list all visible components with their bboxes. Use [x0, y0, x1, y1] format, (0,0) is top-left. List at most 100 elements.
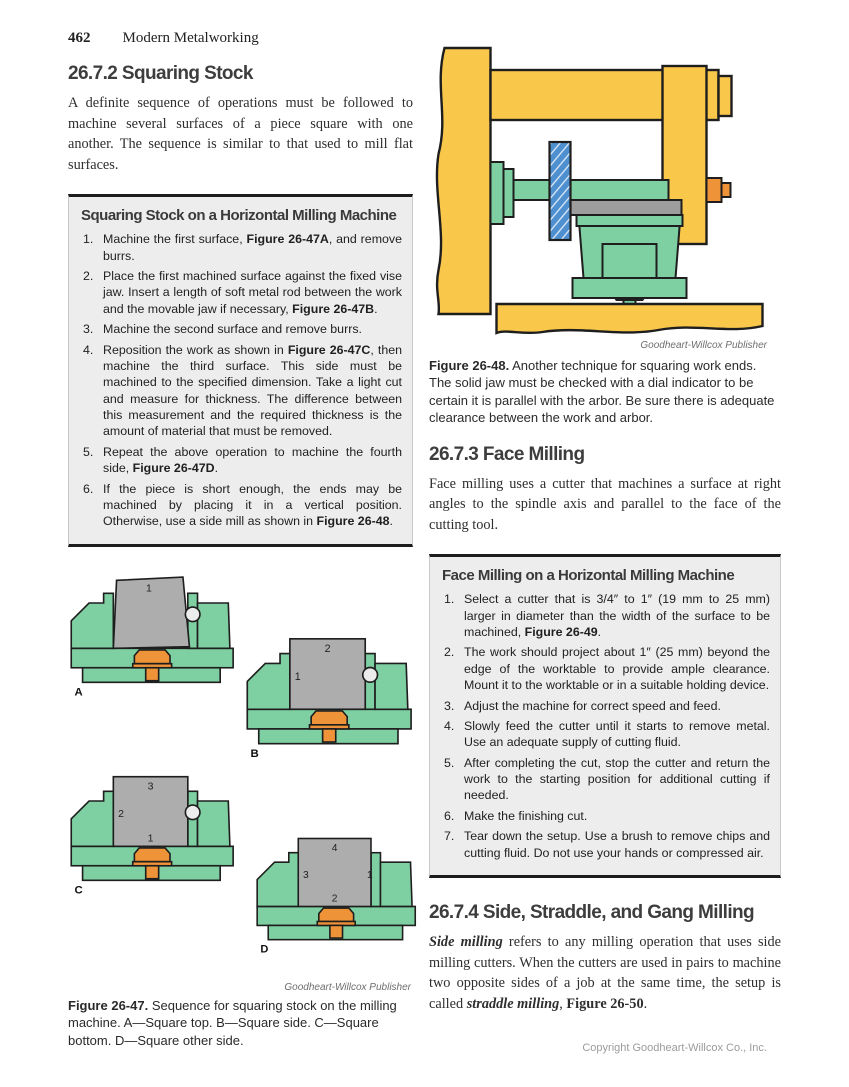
text-segment: Reposition the work as shown in	[103, 342, 288, 357]
step-number: 5.	[444, 755, 455, 770]
face-number-left: 2	[118, 808, 124, 820]
step-number: 1.	[83, 232, 94, 247]
text-segment: .	[643, 995, 648, 1012]
step-number: 3.	[444, 698, 455, 713]
text-segment: .	[214, 461, 219, 476]
vise-bolt	[321, 727, 337, 743]
text-segment: After completing the cut, stop the cutte…	[464, 755, 770, 803]
vise-diagram-c: 3 2 1 C	[70, 775, 234, 896]
face-number-top: 4	[332, 843, 338, 854]
procedure-box-title: Squaring Stock on a Horizontal Milling M…	[81, 207, 397, 225]
page-header: 462 Modern Metalworking	[68, 30, 413, 47]
text-segment: Figure 26-49	[524, 625, 598, 640]
text-segment: Machine the second surface and remove bu…	[103, 322, 362, 337]
step-text: Make the finishing cut.	[464, 809, 587, 823]
procedure-step-list: 1.Select a cutter that is 3/4″ to 1″ (19…	[440, 591, 770, 861]
procedure-step: 1. Machine the first surface, Figure 26-4…	[79, 231, 402, 264]
face-number-left: 3	[303, 870, 309, 881]
side-mill-cutter	[548, 140, 572, 242]
soft-rod	[184, 605, 201, 623]
text-segment: .	[374, 301, 378, 316]
spindle-nose	[489, 161, 505, 225]
text-segment: Tear down the setup. Use a brush to remo…	[464, 829, 770, 860]
text-segment: refers to any milling operation that use…	[429, 933, 782, 1012]
book-title: Modern Metalworking	[122, 30, 259, 46]
procedure-step: 5. After completing the cut, stop the cut…	[440, 755, 770, 804]
step-number: 3.	[83, 322, 94, 337]
text-segment: Another technique for squaring work ends…	[429, 358, 775, 426]
face-number-top: 1	[146, 582, 152, 594]
procedure-step: 2. The work should project about 1″ (25 m…	[440, 644, 770, 693]
procedure-step: 4.Slowly feed the cutter until it starts…	[440, 718, 770, 751]
face-number-left: 1	[295, 670, 301, 682]
diagram-letter: B	[251, 747, 259, 759]
procedure-step: 5.Repeat the above operation to machine …	[79, 444, 402, 477]
text-segment: Adjust the machine for correct speed and…	[464, 698, 721, 713]
step-text: Reposition the work as shown in Figure 2…	[103, 343, 402, 439]
text-segment: , then machine the third surface. This s…	[103, 342, 402, 439]
step-number: 2.	[83, 269, 94, 284]
soft-rod	[184, 803, 201, 821]
step-text: Slowly feed the cutter until it starts t…	[464, 719, 770, 749]
text-segment: straddle milling	[466, 995, 560, 1012]
text-segment: ,	[559, 995, 567, 1012]
text-segment: Figure 26-47.	[68, 997, 149, 1013]
text-segment: Figure 26-47D	[132, 461, 215, 476]
procedure-step: 3. Adjust the machine for correct speed a…	[440, 698, 770, 714]
figure-47-credit: Goodheart-Willcox Publisher	[284, 981, 411, 993]
procedure-step: 4. Reposition the work as shown in Figure…	[79, 342, 402, 440]
workpiece	[289, 637, 367, 710]
step-text: Repeat the above operation to machine th…	[103, 445, 402, 475]
vise-bolt	[144, 864, 160, 880]
workpiece	[112, 575, 191, 649]
text-segment: Figure 26-48.	[429, 358, 510, 373]
face-number-top: 3	[148, 780, 154, 792]
text-segment: , and remove burrs.	[103, 232, 402, 263]
procedure-box-title: Face Milling on a Horizontal Milling Mac…	[442, 567, 735, 585]
step-text: The work should project about 1″ (25 mm)…	[464, 645, 770, 692]
face-number-bottom: 1	[148, 832, 154, 844]
section-heading-side-milling: 26.7.4 Side, Straddle, and Gang Milling	[429, 901, 755, 923]
step-number: 2.	[444, 645, 455, 660]
procedure-box-squaring: Squaring Stock on a Horizontal Milling M…	[68, 194, 413, 547]
text-segment: Figure 26-47B	[292, 301, 375, 316]
text-segment: If the piece is short enough, the ends m…	[103, 481, 402, 529]
section-heading-face-milling: 26.7.3 Face Milling	[429, 443, 585, 465]
squaring-stock-paragraph: A definite sequence of operations must b…	[68, 95, 413, 173]
step-text: If the piece is short enough, the ends m…	[103, 482, 402, 529]
step-text: Machine the first surface, Figure 26-47A…	[103, 232, 402, 262]
procedure-step: 6. Make the finishing cut.	[440, 808, 770, 824]
text-segment: Slowly feed the cutter until it starts t…	[464, 718, 770, 750]
face-number-bottom: 2	[332, 893, 338, 904]
section-heading-squaring-stock: 26.7.2 Squaring Stock	[68, 63, 253, 84]
text-segment: Machine the first surface,	[103, 232, 247, 247]
diagram-letter: D	[260, 943, 268, 955]
text-segment: Place the first machined surface against…	[103, 269, 402, 316]
text-segment: .	[597, 625, 602, 640]
figure-48-caption: Figure 26-48. Another technique for squa…	[429, 357, 781, 427]
procedure-step: 1.Select a cutter that is 3/4″ to 1″ (19…	[440, 591, 770, 640]
figure-48-illustration	[435, 46, 764, 335]
figure-48-credit: Goodheart-Willcox Publisher	[640, 340, 767, 351]
side-milling-paragraph: Side milling refers to any milling opera…	[429, 932, 781, 1014]
text-segment: Make the finishing cut.	[464, 808, 588, 823]
page-number: 462	[68, 30, 91, 46]
text-segment: Sequence for squaring stock on the milli…	[68, 997, 397, 1048]
procedure-step: 3. Machine the second surface and remove …	[79, 321, 402, 337]
figure-47-caption: Figure 26-47. Sequence for squaring stoc…	[68, 997, 413, 1049]
arbor	[512, 179, 670, 201]
step-number: 4.	[83, 342, 94, 357]
procedure-step: 7.Tear down the setup. Use a brush to re…	[440, 828, 770, 861]
vise-diagram-b: 2 1 B	[246, 637, 412, 759]
text-segment: The work should project about 1″ (25 mm)…	[464, 645, 770, 693]
text-segment: Side milling	[429, 933, 503, 950]
vise-diagram-d: 4 3 1 2 D	[256, 837, 417, 955]
step-text: Machine the second surface and remove bu…	[103, 322, 362, 336]
procedure-step: 6.If the piece is short enough, the ends…	[79, 481, 402, 530]
step-number: 6.	[444, 808, 455, 823]
step-text: Place the first machined surface against…	[103, 269, 402, 316]
text-segment: .	[389, 514, 393, 529]
step-number: 1.	[444, 592, 455, 607]
text-segment: Figure 26-47A	[246, 232, 329, 247]
